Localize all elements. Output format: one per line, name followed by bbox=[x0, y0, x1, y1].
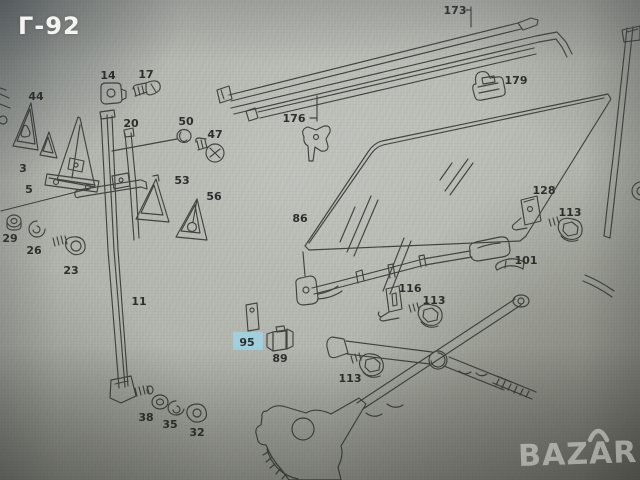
part-label-44: 44 bbox=[28, 90, 44, 103]
part-washer-29 bbox=[6, 214, 22, 231]
part-label-89: 89 bbox=[272, 352, 287, 365]
part-nut-32 bbox=[186, 403, 208, 423]
part-lock-washer-35 bbox=[167, 400, 185, 416]
part-label-113c: 113 bbox=[339, 372, 362, 385]
part-clip-179 bbox=[472, 71, 506, 101]
part-label-50: 50 bbox=[178, 115, 194, 128]
part-label-32: 32 bbox=[189, 426, 204, 439]
part-guide-rail-11 bbox=[74, 109, 154, 404]
part-bolt-23 bbox=[52, 235, 86, 256]
part-label-113b: 113 bbox=[423, 294, 446, 307]
bazar-logo: BAZAR bbox=[518, 428, 638, 474]
part-label-3: 3 bbox=[19, 162, 27, 175]
part-window-glass-86 bbox=[304, 93, 612, 295]
part-label-176: 176 bbox=[283, 112, 306, 125]
part-label-29: 29 bbox=[2, 232, 17, 245]
part-rail-173 bbox=[216, 17, 573, 115]
part-guide-rail-20 bbox=[123, 127, 140, 241]
part-label-95-highlighted: 95 bbox=[239, 336, 254, 349]
part-label-26: 26 bbox=[26, 244, 42, 257]
part-label-35: 35 bbox=[162, 418, 177, 431]
part-glass-lift-rail bbox=[295, 236, 615, 306]
part-label-14: 14 bbox=[100, 69, 116, 82]
part-triangle-56 bbox=[175, 198, 208, 241]
part-label-86: 86 bbox=[292, 212, 308, 225]
bazar-logo-text: BAZAR bbox=[518, 435, 638, 474]
shopping-bag-handle-icon bbox=[587, 428, 610, 443]
part-left-edge-partials bbox=[0, 87, 11, 125]
part-plate-95 bbox=[245, 302, 260, 332]
part-bracket-5 bbox=[0, 116, 100, 212]
part-label-47: 47 bbox=[207, 128, 222, 141]
part-label-113a: 113 bbox=[559, 206, 582, 219]
part-label-5: 5 bbox=[25, 183, 33, 196]
part-wing-clip bbox=[302, 125, 331, 162]
part-screw-47 bbox=[195, 137, 225, 163]
part-triangle-3 bbox=[39, 131, 58, 159]
part-bolt-113a bbox=[548, 216, 583, 242]
part-label-20: 20 bbox=[123, 117, 139, 130]
part-nut-14 bbox=[100, 82, 127, 105]
part-bracket-128 bbox=[511, 195, 542, 231]
part-label-11: 11 bbox=[131, 295, 146, 308]
part-label-179: 179 bbox=[505, 74, 528, 87]
part-label-17: 17 bbox=[138, 68, 153, 81]
part-triangle-53 bbox=[135, 174, 170, 223]
part-label-56: 56 bbox=[206, 190, 222, 203]
part-label-101: 101 bbox=[515, 254, 538, 267]
part-label-173: 173 bbox=[444, 4, 467, 17]
part-triangle-44 bbox=[12, 102, 39, 151]
part-label-128: 128 bbox=[533, 184, 556, 197]
part-label-116: 116 bbox=[399, 282, 422, 295]
part-lock-washer-26 bbox=[28, 220, 46, 238]
part-grommet-38 bbox=[151, 394, 169, 410]
part-clip-89 bbox=[266, 325, 294, 352]
part-label-53: 53 bbox=[174, 174, 189, 187]
part-labels: 173 176 179 14 17 44 20 50 47 3 5 53 56 … bbox=[2, 4, 581, 439]
bazar-watermark: BAZAR bbox=[514, 420, 640, 478]
part-window-regulator bbox=[255, 294, 537, 480]
leader-line-173 bbox=[465, 6, 472, 28]
part-right-edge-channel bbox=[603, 25, 640, 239]
part-label-38: 38 bbox=[138, 411, 153, 424]
plate-code-text: Г-92 bbox=[18, 12, 81, 40]
part-label-23: 23 bbox=[63, 264, 78, 277]
part-screw-17 bbox=[132, 80, 161, 97]
